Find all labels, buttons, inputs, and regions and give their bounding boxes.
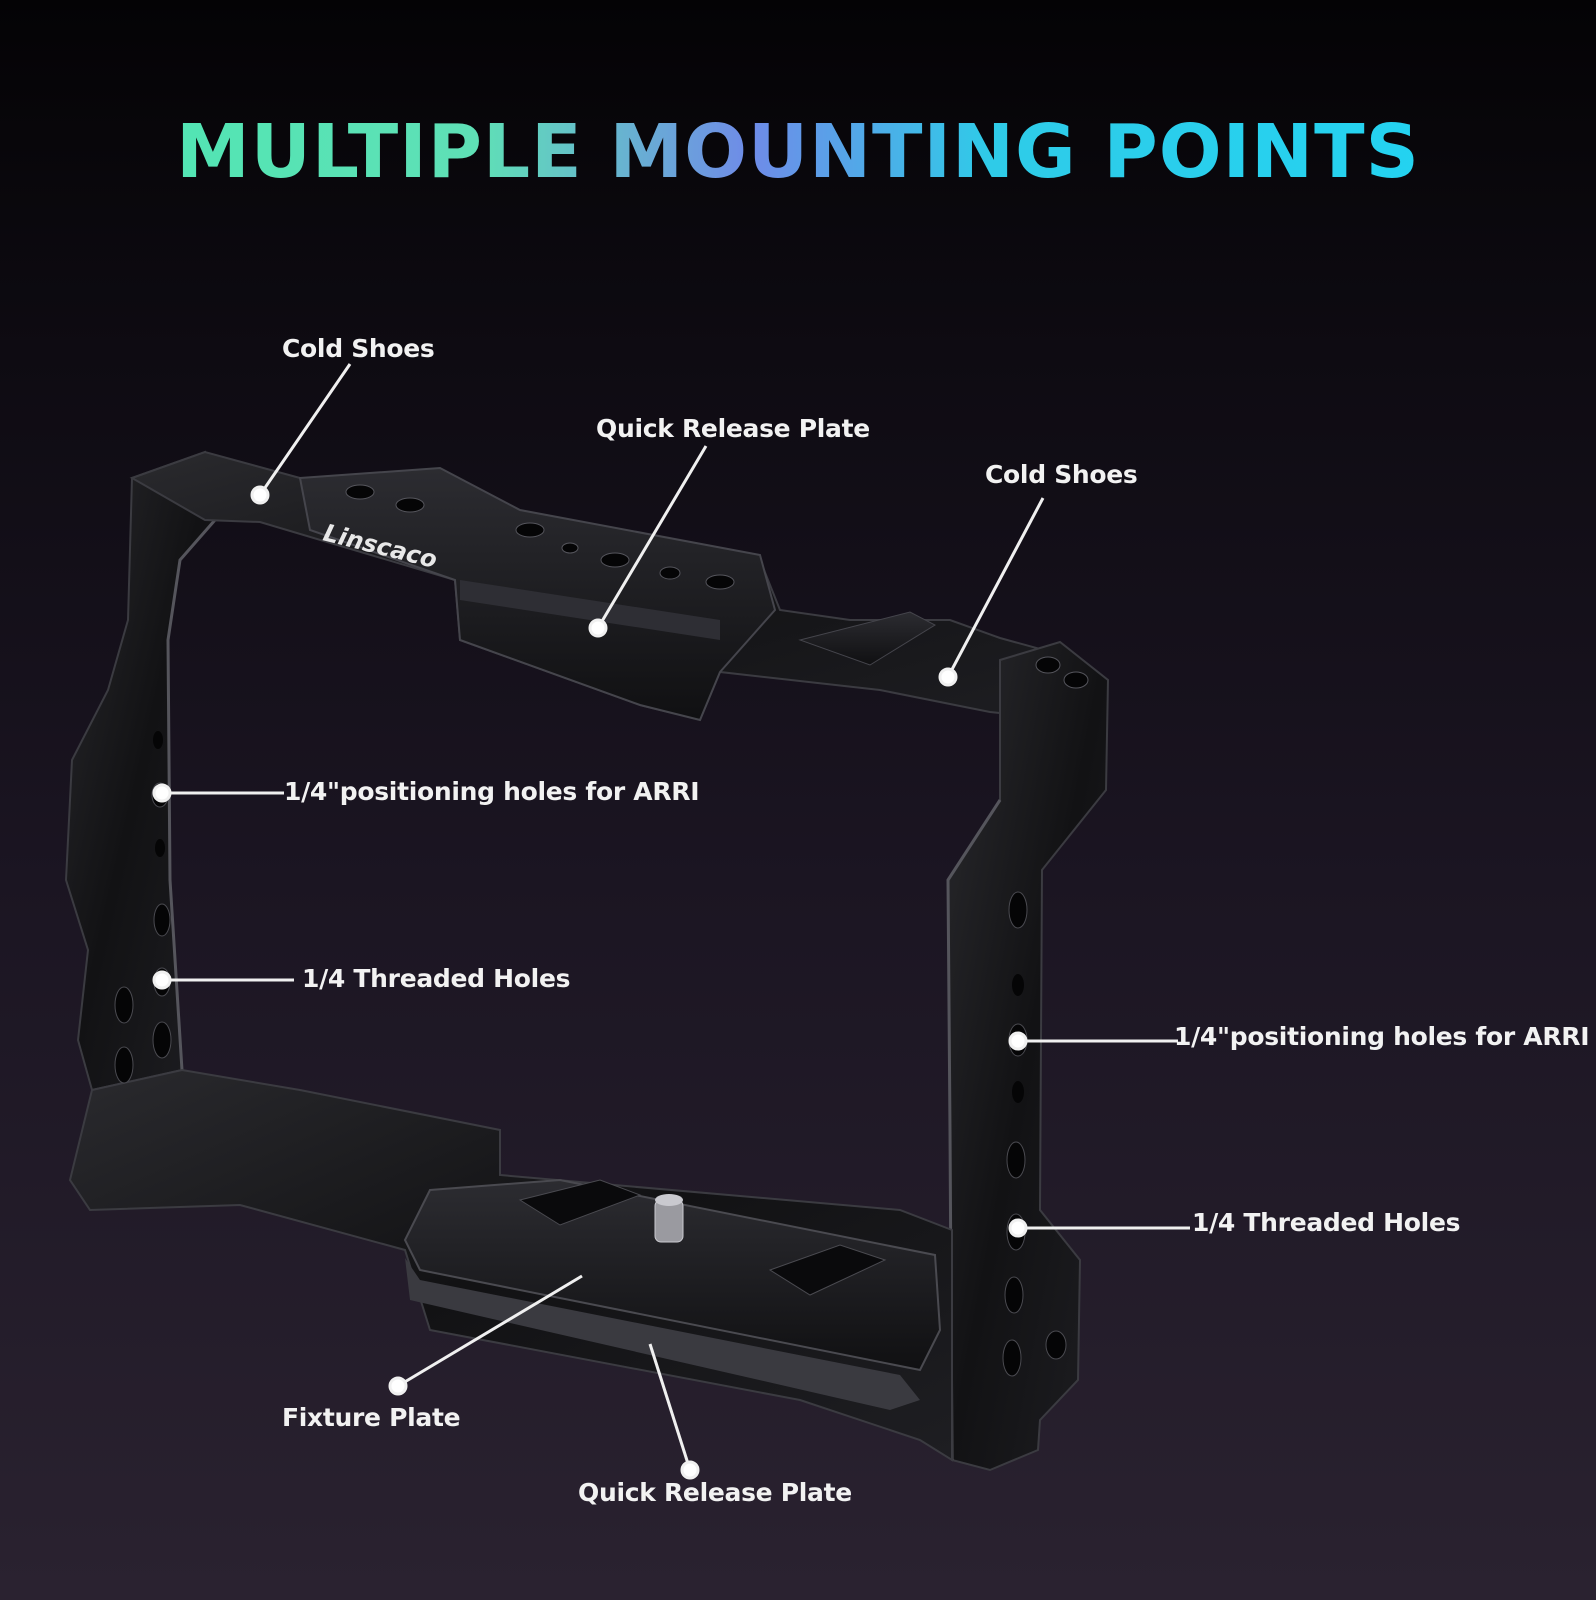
left-hole <box>153 903 171 937</box>
right-hole <box>1004 1276 1024 1314</box>
callout-threaded-holes-right: 1/4 Threaded Holes <box>1192 1208 1461 1237</box>
top-plate-wing <box>798 611 937 666</box>
right-hole <box>1008 891 1028 929</box>
top-plate-hole <box>705 574 735 590</box>
left-hole <box>155 839 165 857</box>
cage-right-upright <box>946 640 1110 1472</box>
left-hole <box>152 1021 172 1059</box>
callout-leaders <box>152 363 1190 1480</box>
top-plate-rail <box>460 580 720 640</box>
top-plate-hole <box>345 484 375 500</box>
callout-cold-shoes-right: Cold Shoes <box>985 460 1138 489</box>
right-hole <box>1002 1339 1022 1377</box>
callout-quick-release-plate-bottom: Quick Release Plate <box>578 1478 852 1507</box>
headline: MULTIPLE MOUNTING POINTS <box>0 108 1596 197</box>
mount-screw <box>654 1199 684 1243</box>
mount-screw-head <box>655 1194 683 1206</box>
fixture-plate-lip <box>405 1258 920 1410</box>
right-top-hole <box>1035 656 1061 674</box>
top-plate-hole <box>395 497 425 513</box>
top-plate-hole <box>600 552 630 568</box>
callout-arri-holes-right: 1/4"positioning holes for ARRI <box>1174 1022 1590 1051</box>
left-hole <box>114 1046 134 1084</box>
callout-threaded-holes-left: 1/4 Threaded Holes <box>302 964 571 993</box>
callout-cold-shoes-left: Cold Shoes <box>282 334 435 363</box>
right-hole <box>1006 1141 1026 1179</box>
right-top-hole <box>1063 671 1089 689</box>
top-plate-hole <box>515 522 545 538</box>
callout-arri-holes-left: 1/4"positioning holes for ARRI <box>284 777 700 806</box>
callout-fixture-plate: Fixture Plate <box>282 1403 461 1432</box>
callout-quick-release-plate-top: Quick Release Plate <box>596 414 870 443</box>
left-hole <box>153 731 163 749</box>
right-hole <box>1012 1081 1024 1103</box>
top-plate-hole <box>561 542 579 554</box>
top-plate-hole <box>659 566 681 580</box>
knurled-knob <box>768 1244 887 1296</box>
right-hole <box>1012 974 1024 996</box>
knurled-knob <box>518 1179 642 1226</box>
right-side-hole <box>1045 1330 1067 1360</box>
left-hole <box>114 986 134 1024</box>
